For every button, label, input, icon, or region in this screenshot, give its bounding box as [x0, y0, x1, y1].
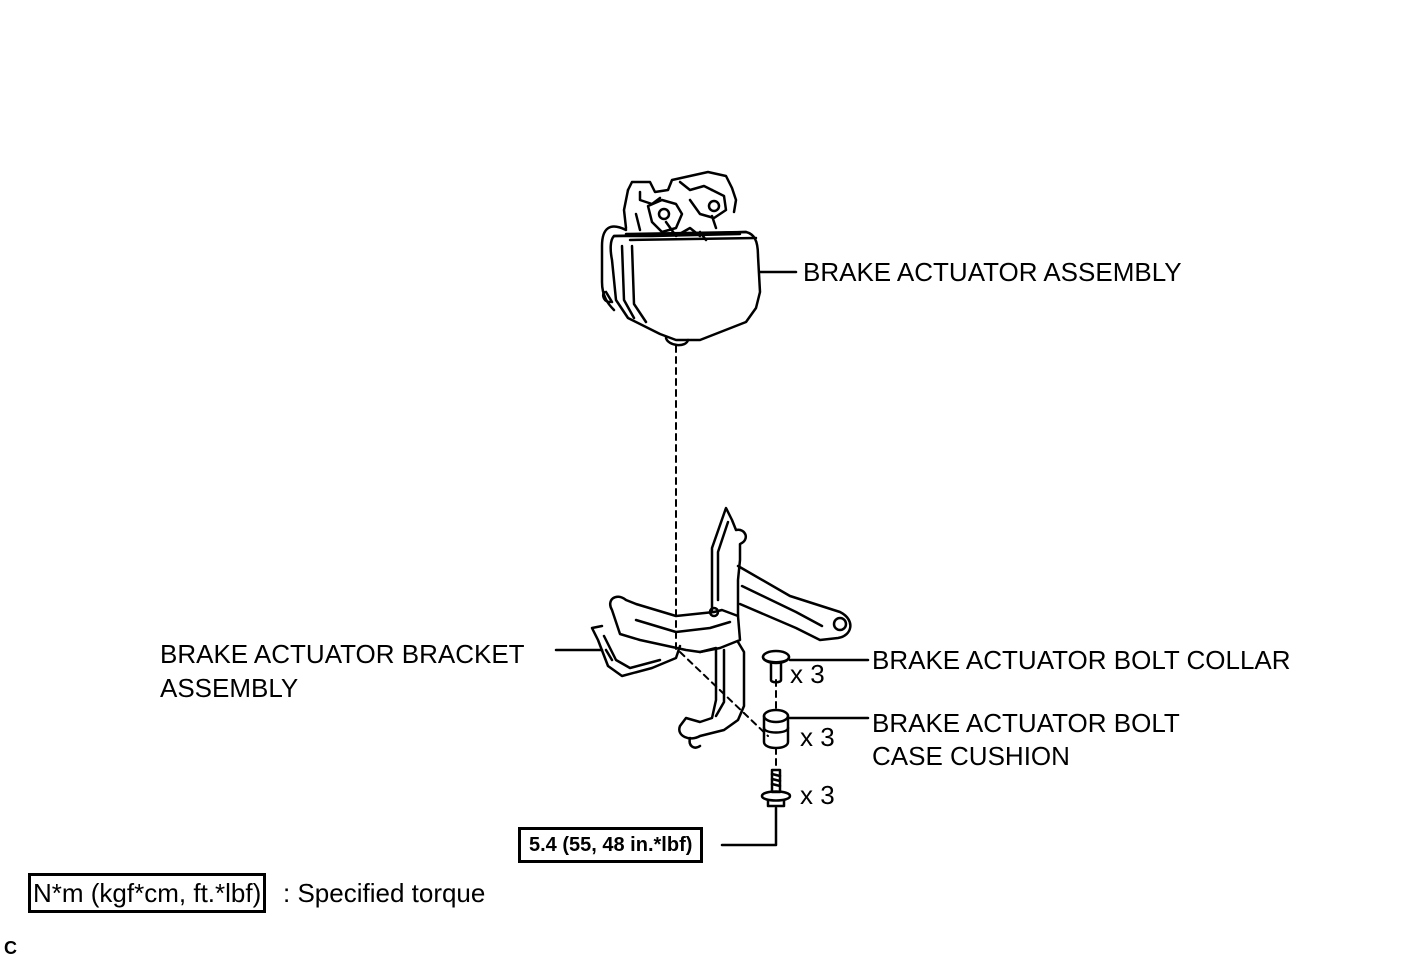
- case-cushion-drawing: [762, 708, 790, 750]
- brake-actuator-assembly-drawing: [600, 170, 762, 347]
- alignment-lines: [675, 345, 777, 771]
- bracket-assembly-drawing: [590, 506, 852, 749]
- bolt-drawing: [760, 768, 792, 808]
- label-bracket-assembly-line1: BRAKE ACTUATOR BRACKET: [160, 639, 525, 669]
- quantity-collar: x 3: [790, 659, 825, 689]
- leader-line-torque: [720, 806, 778, 847]
- label-bolt-collar: BRAKE ACTUATOR BOLT COLLAR: [872, 645, 1291, 675]
- quantity-bolt: x 3: [800, 780, 835, 810]
- torque-value-box: 5.4 (55, 48 in.*lbf): [518, 827, 704, 863]
- figure-corner-code: C: [4, 938, 17, 958]
- label-brake-actuator-assembly: BRAKE ACTUATOR ASSEMBLY: [803, 257, 1182, 287]
- label-case-cushion-line1: BRAKE ACTUATOR BOLT: [872, 708, 1180, 738]
- legend-torque-units-box: N*m (kgf*cm, ft.*lbf): [28, 873, 267, 913]
- legend-description: : Specified torque: [283, 878, 486, 908]
- label-case-cushion-line2: CASE CUSHION: [872, 741, 1070, 771]
- label-bracket-assembly-line2: ASSEMBLY: [160, 673, 299, 703]
- bolt-collar-drawing: [761, 649, 791, 684]
- quantity-cushion: x 3: [800, 722, 835, 752]
